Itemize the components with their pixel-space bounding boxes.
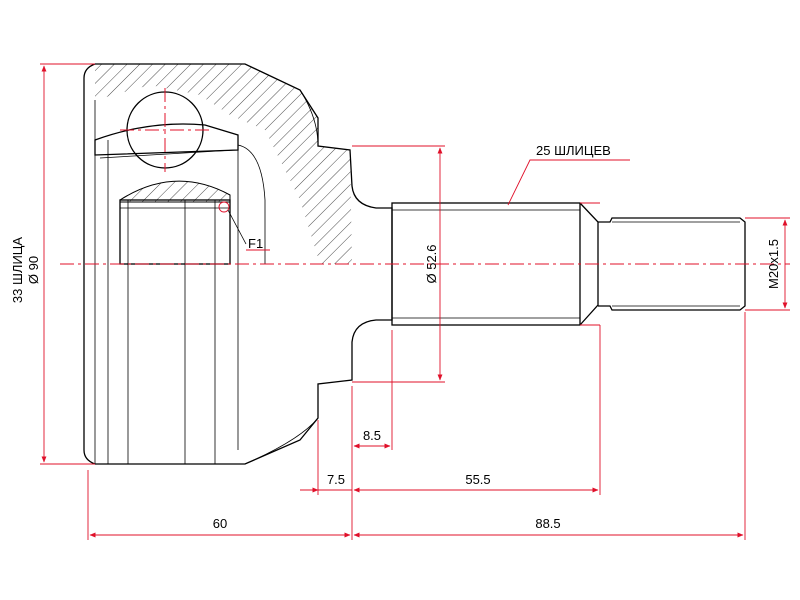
label-inner-splines: 25 ШЛИЦЕВ <box>536 143 611 158</box>
label-thread: M20x1.5 <box>766 239 781 289</box>
label-outer-splines: 33 ШЛИЦА <box>10 237 25 303</box>
housing-section-hatch <box>95 64 352 264</box>
label-dim-88-5: 88.5 <box>535 516 560 531</box>
label-dim-8-5: 8.5 <box>363 428 381 443</box>
f1-marker <box>218 201 230 213</box>
dimension-labels: 33 ШЛИЦА Ø 90 Ø 52.6 M20x1.5 25 ШЛИЦЕВ F… <box>10 143 781 531</box>
housing-outline <box>83 63 393 465</box>
label-dim-55-5: 55.5 <box>465 472 490 487</box>
label-feature-f1: F1 <box>248 236 263 251</box>
dimension-lines <box>41 65 788 538</box>
joint-housing <box>83 63 393 465</box>
leader-inner-splines <box>507 159 630 206</box>
label-shaft-diameter: Ø 52.6 <box>424 244 439 283</box>
inner-race-hatch <box>119 180 231 203</box>
label-dim-60: 60 <box>213 516 227 531</box>
cage-outline <box>94 123 239 156</box>
label-outer-diameter: Ø 90 <box>26 256 41 284</box>
label-dim-7-5: 7.5 <box>327 472 345 487</box>
extension-lines <box>40 63 790 540</box>
inner-race <box>94 88 247 265</box>
